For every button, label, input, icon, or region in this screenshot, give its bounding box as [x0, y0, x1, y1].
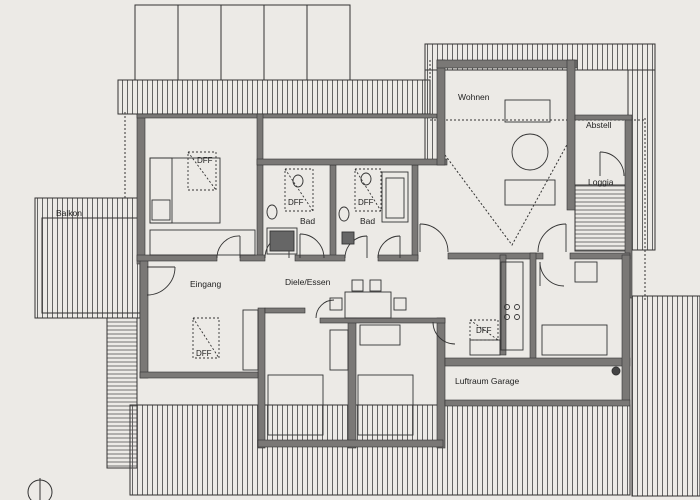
skylights — [187, 151, 499, 359]
room-label-luftraum-garage: Luftraum Garage — [455, 376, 520, 386]
compass-icon — [27, 478, 53, 500]
room-label-eingang: Eingang — [190, 279, 221, 289]
room-label-loggia: Loggia — [588, 177, 614, 187]
walls — [136, 59, 633, 449]
room-label-abstell: Abstell — [586, 120, 612, 130]
skylight-label: DFF — [197, 156, 213, 165]
room-label-bad-1: Bad — [300, 216, 315, 226]
skylight-labels: DFF DFF DFF DFF DFF — [196, 156, 492, 358]
skylight-label: DFF — [358, 198, 374, 207]
roof-hatching — [34, 4, 700, 497]
skylight-label: DFF — [288, 198, 304, 207]
room-label-balkon: Balkon — [56, 208, 82, 218]
room-label-wohnen: Wohnen — [458, 92, 490, 102]
roof-outline-dotted — [124, 60, 646, 300]
skylight-label: DFF — [476, 326, 492, 335]
door-swings — [146, 151, 625, 345]
room-labels: Wohnen Abstell Loggia Balkon Bad Bad Ein… — [56, 92, 614, 386]
furniture — [149, 99, 621, 436]
room-label-diele-essen: Diele/Essen — [285, 277, 331, 287]
skylight-label: DFF — [196, 349, 212, 358]
room-label-bad-2: Bad — [360, 216, 375, 226]
